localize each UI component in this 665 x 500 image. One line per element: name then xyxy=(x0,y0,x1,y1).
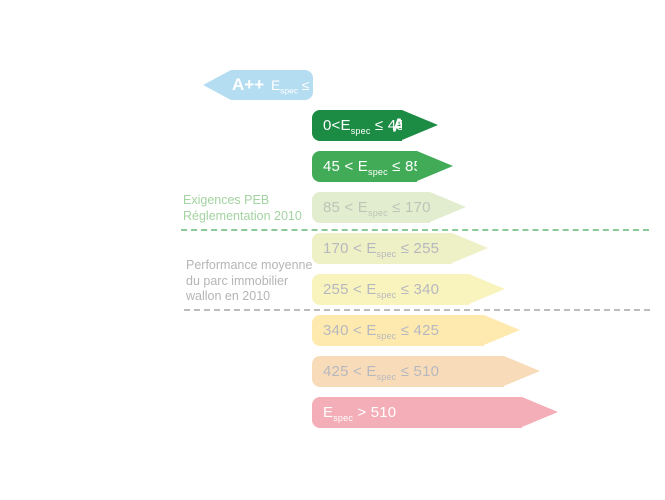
band-range-text: 255 < Espec ≤ 340 xyxy=(323,281,440,300)
arrow-right-tip xyxy=(452,233,488,263)
energy-band-e: 340 < Espec ≤ 425 E xyxy=(312,315,520,346)
band-body: 85 < Espec ≤ 170 B xyxy=(312,192,444,223)
band-range-text: 85 < Espec ≤ 170 xyxy=(323,199,431,218)
espec-subscript: spec xyxy=(368,167,388,177)
annotation-line: Réglementation 2010 xyxy=(183,209,302,223)
espec-symbol: E xyxy=(366,281,377,298)
annotation-line: wallon en 2010 xyxy=(186,289,271,303)
band-body: 425 < Espec ≤ 510 F xyxy=(312,356,518,387)
energy-band-d: 255 < Espec ≤ 340 D xyxy=(312,274,505,305)
arrow-right-tip xyxy=(522,397,558,427)
band-body: A++ Espec ≤ 0 xyxy=(231,70,321,100)
band-body: 340 < Espec ≤ 425 E xyxy=(312,315,498,346)
band-range-text: 170 < Espec ≤ 255 xyxy=(323,240,440,259)
band-body: 170 < Espec ≤ 255 C xyxy=(312,233,466,264)
band-range-text: 45 < Espec ≤ 85 xyxy=(323,158,423,177)
annotation-line: du parc immobilier xyxy=(186,273,289,288)
peb-requirement-threshold-line xyxy=(181,229,649,231)
arrow-right-tip xyxy=(417,151,453,181)
band-body: 0<Espec ≤ 45 A+ xyxy=(312,110,416,141)
arrow-left-tip xyxy=(203,70,231,100)
arrow-right-tip xyxy=(430,192,466,222)
energy-band-a-plus-plus: A++ Espec ≤ 0 xyxy=(203,70,321,100)
annotation-peb-requirement: Exigences PEB Réglementation 2010 xyxy=(183,192,302,224)
espec-subscript: spec xyxy=(376,290,397,300)
band-grade-letter: A++ xyxy=(232,75,265,94)
espec-subscript: spec xyxy=(368,208,388,218)
arrow-right-tip xyxy=(469,274,505,304)
espec-subscript: spec xyxy=(350,126,371,136)
espec-symbol: E xyxy=(366,363,377,380)
espec-subscript: spec xyxy=(333,413,354,423)
band-range-text: Espec ≤ 0 xyxy=(271,77,321,96)
espec-symbol: E xyxy=(357,158,368,175)
arrow-right-tip xyxy=(402,110,438,140)
average-performance-threshold-line xyxy=(184,309,650,311)
arrow-right-tip xyxy=(484,315,520,345)
energy-band-a: 45 < Espec ≤ 85 A xyxy=(312,151,453,182)
band-range-text: 340 < Espec ≤ 425 xyxy=(323,322,440,341)
energy-band-a-plus: 0<Espec ≤ 45 A+ xyxy=(312,110,438,141)
energy-band-b: 85 < Espec ≤ 170 B xyxy=(312,192,466,223)
espec-subscript: spec xyxy=(376,331,397,341)
espec-subscript: spec xyxy=(280,85,299,96)
espec-symbol: E xyxy=(357,199,368,216)
annotation-line: Performance moyenne xyxy=(186,258,313,272)
espec-symbol: E xyxy=(366,322,377,339)
band-range-text: Espec > 510 xyxy=(323,404,397,423)
energy-band-g: Espec > 510 G xyxy=(312,397,558,428)
espec-subscript: spec xyxy=(376,249,397,259)
espec-symbol: E xyxy=(271,77,281,93)
band-body: 45 < Espec ≤ 85 A xyxy=(312,151,431,182)
energy-band-c: 170 < Espec ≤ 255 C xyxy=(312,233,488,264)
espec-symbol: E xyxy=(323,404,334,421)
band-body: 255 < Espec ≤ 340 D xyxy=(312,274,483,305)
espec-symbol: E xyxy=(366,240,377,257)
espec-symbol: E xyxy=(340,117,351,134)
energy-band-f: 425 < Espec ≤ 510 F xyxy=(312,356,540,387)
arrow-right-tip xyxy=(504,356,540,386)
band-range-text: 0<Espec ≤ 45 xyxy=(323,117,405,136)
annotation-line: Exigences PEB xyxy=(183,193,270,207)
annotation-average-performance: Performance moyenne du parc immobilier w… xyxy=(186,258,312,305)
band-range-text: 425 < Espec ≤ 510 xyxy=(323,363,440,382)
espec-subscript: spec xyxy=(376,372,397,382)
band-body: Espec > 510 G xyxy=(312,397,536,428)
